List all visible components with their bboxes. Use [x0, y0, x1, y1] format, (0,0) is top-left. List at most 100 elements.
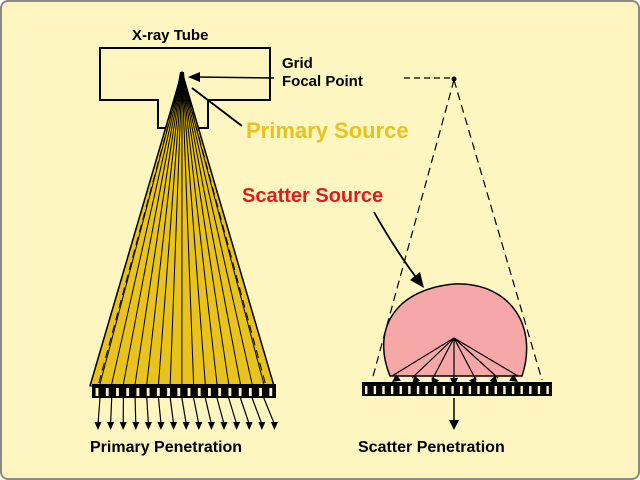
scatter-grid-slot: [511, 386, 515, 394]
scatter-grid-slot: [425, 386, 428, 394]
scatter-grid-slot: [399, 386, 402, 394]
primary-ray: [158, 73, 183, 385]
scatter-source-pointer-arrowhead: [410, 272, 424, 288]
scatter-grid-slot: [434, 386, 437, 394]
focal-point-pointer-arrowhead: [188, 72, 200, 82]
primary-guide-dashed-right: [181, 73, 267, 387]
primary-penetration-arrowhead: [270, 422, 278, 430]
scatter-ray-arrowhead: [509, 374, 518, 382]
scatter-grid-slot: [503, 386, 506, 394]
primary-ray: [122, 73, 183, 385]
primary-penetration-arrow: [110, 397, 113, 425]
primary-ray: [181, 73, 195, 385]
scatter-grid-slot: [460, 386, 463, 394]
scatter-ray: [431, 337, 455, 381]
scatter-grid-slot: [451, 386, 454, 394]
xray-tube-housing: [99, 47, 271, 129]
primary-grid-slot: [248, 388, 252, 396]
scatter-body: [382, 283, 528, 377]
scatter-source-pointer: [373, 211, 419, 281]
primary-ray: [169, 73, 183, 385]
primary-grid-slot: [136, 388, 140, 396]
scatter-ray-arrowhead: [392, 374, 401, 382]
scatter-grid-slot: [373, 386, 377, 394]
primary-grid-slot: [177, 388, 181, 396]
primary-penetration-arrow: [204, 397, 212, 425]
primary-ray: [181, 73, 218, 385]
primary-cone-edge-left: [89, 71, 183, 387]
primary-ray: [146, 73, 183, 385]
primary-grid-slot: [197, 388, 201, 396]
scatter-grid-slot: [477, 386, 480, 394]
primary-penetration-arrow: [228, 397, 238, 425]
primary-penetration-arrows: [94, 397, 278, 430]
scatter-ray-arrowhead: [489, 375, 498, 384]
primary-penetration-arrow: [263, 397, 275, 425]
primary-penetration-arrowhead: [170, 422, 178, 430]
primary-rays: [99, 73, 265, 385]
primary-grid-slot: [167, 388, 170, 396]
scatter-grid-slot: [494, 386, 497, 394]
scatter-ray: [453, 337, 519, 377]
primary-grid-slot: [218, 388, 222, 396]
primary-grid-slot: [146, 388, 150, 396]
primary-penetration-arrow: [157, 397, 162, 425]
grid-label: Grid: [282, 55, 313, 72]
primary-ray: [181, 73, 206, 385]
scatter-source-label: Scatter Source: [242, 185, 383, 207]
scatter-grid-slot: [546, 386, 549, 394]
scatter-grid-slot: [529, 386, 532, 394]
primary-ray: [134, 73, 183, 385]
primary-ray: [181, 73, 253, 385]
scatter-grid: [362, 382, 552, 396]
primary-penetration-arrow: [251, 397, 263, 425]
primary-grid-slot: [228, 388, 232, 396]
primary-ray: [181, 73, 230, 385]
primary-grid-slot: [238, 388, 242, 396]
primary-grid-slot: [105, 388, 109, 396]
primary-cone-edge-right: [181, 71, 275, 387]
primary-penetration-label: Primary Penetration: [90, 439, 242, 456]
primary-penetration-arrowhead: [220, 422, 228, 430]
scatter-ray: [411, 337, 455, 379]
xray-tube-label: X-ray Tube: [132, 27, 208, 44]
primary-penetration-arrow: [216, 397, 225, 425]
scatter-grid-slot: [537, 386, 541, 394]
primary-penetration-arrowhead: [233, 422, 241, 430]
scatter-grid-slot: [382, 386, 385, 394]
primary-penetration-arrowhead: [207, 422, 215, 430]
primary-penetration-arrow: [181, 397, 187, 425]
primary-penetration-arrowhead: [195, 422, 203, 430]
scatter-grid-slot: [442, 386, 446, 394]
primary-grid-slot: [187, 388, 191, 396]
primary-penetration-arrow: [97, 397, 101, 425]
scatter-grid-slot: [416, 386, 420, 394]
scatter-ray-arrowhead: [412, 375, 421, 384]
primary-grid-slot: [126, 388, 130, 396]
scatter-grid-slot: [485, 386, 489, 394]
primary-grid-slot: [269, 388, 273, 396]
primary-penetration-arrowhead: [144, 422, 152, 430]
primary-penetration-arrow: [193, 397, 200, 425]
grid-focal-point-dot: [451, 76, 457, 82]
primary-penetration-arrow: [169, 397, 175, 425]
scatter-ray: [391, 337, 455, 377]
primary-grid-slot: [95, 388, 99, 396]
scatter-grid-slot: [468, 386, 472, 394]
primary-penetration-arrowhead: [132, 422, 140, 430]
primary-penetration-arrowhead: [94, 422, 102, 430]
scatter-ray: [453, 337, 499, 379]
primary-penetration-arrow: [239, 397, 250, 425]
scatter-grid-slot: [520, 386, 523, 394]
primary-grid-slot: [116, 388, 119, 396]
primary-source-label: Primary Source: [246, 118, 409, 143]
primary-ray: [181, 73, 241, 385]
scatter-rays: [391, 337, 519, 386]
scatter-grid-band: [362, 382, 552, 396]
primary-grid-slot: [156, 388, 160, 396]
primary-ray: [111, 73, 183, 385]
primary-penetration-arrowhead: [182, 422, 190, 430]
primary-grid: [92, 384, 276, 398]
primary-source-pointer: [191, 87, 243, 127]
